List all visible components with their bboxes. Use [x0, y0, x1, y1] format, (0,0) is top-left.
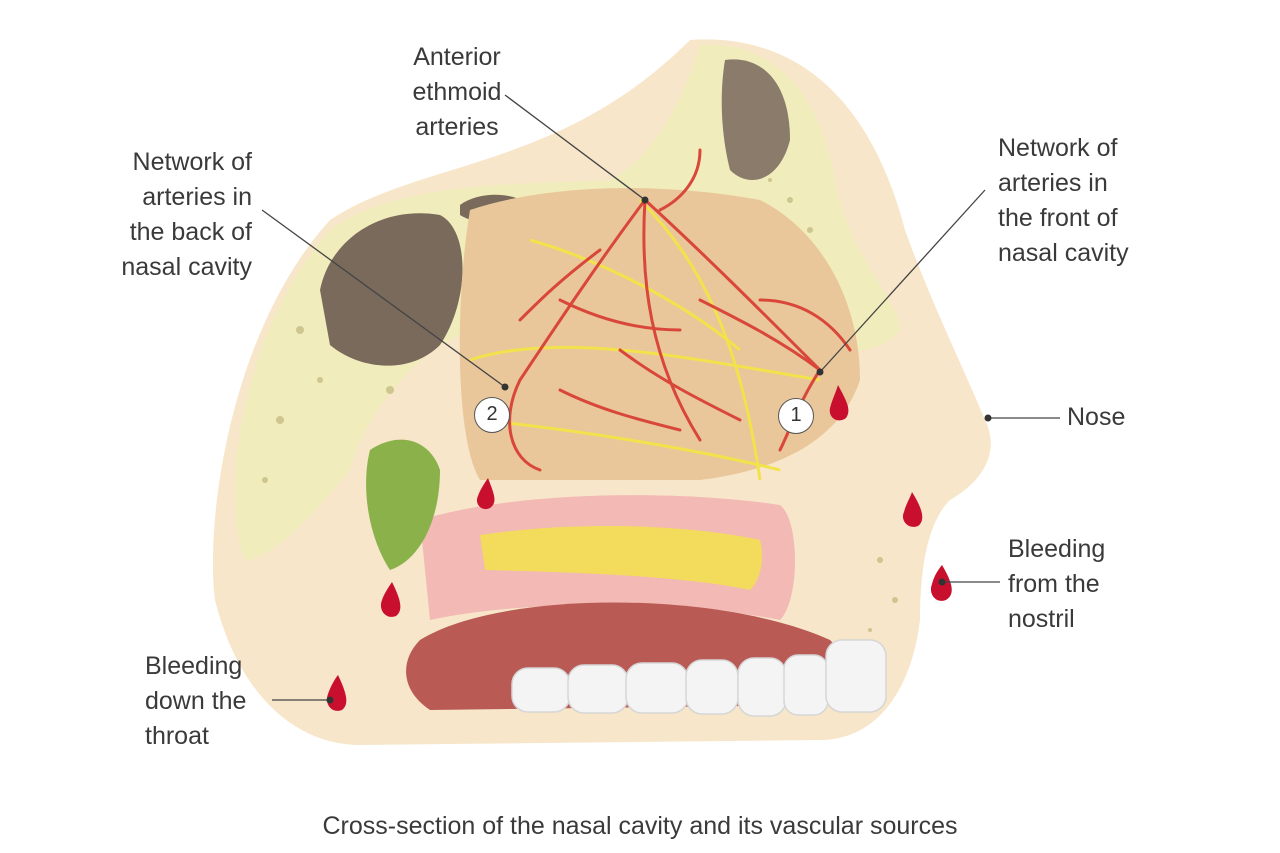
label-line: down the — [145, 687, 247, 715]
label-line: throat — [145, 722, 209, 750]
label-line: nostril — [1008, 605, 1075, 633]
label-line: Network of — [998, 134, 1118, 162]
teeth — [511, 639, 887, 717]
label-bleeding-throat: Bleeding down the throat — [145, 649, 295, 754]
sphenoid-sinus — [320, 213, 463, 366]
label-line: Network of — [132, 148, 252, 176]
blood-drop-front — [829, 385, 849, 421]
marker-front-1: 1 — [778, 398, 814, 434]
blood-drop-throat-1 — [380, 582, 401, 617]
label-line: arteries in — [142, 183, 252, 211]
label-line: arteries in — [998, 169, 1108, 197]
label-line: nasal cavity — [998, 239, 1129, 267]
bone-speckles — [262, 178, 898, 632]
label-line: Anterior — [413, 43, 501, 71]
label-bleeding-nostril: Bleeding from the nostril — [1008, 532, 1158, 637]
label-nose: Nose — [1067, 403, 1126, 431]
label-line: from the — [1008, 570, 1100, 598]
leader-front-network — [819, 189, 986, 373]
blood-drop-back — [476, 478, 495, 510]
leader-back-network — [261, 209, 506, 388]
leader-dots — [326, 196, 992, 704]
label-front-network: Network of arteries in the front of nasa… — [998, 131, 1198, 271]
nerves — [469, 198, 821, 481]
leader-anterior-ethmoid — [504, 94, 646, 201]
blood-drops — [326, 385, 952, 711]
label-line: Bleeding — [1008, 535, 1106, 563]
label-line: arteries — [415, 113, 499, 141]
label-line: the front of — [998, 204, 1118, 232]
frontal-sinus — [721, 59, 790, 180]
label-line: ethmoid — [412, 78, 502, 106]
palate-yellow — [480, 525, 762, 590]
leader-lines — [261, 94, 1060, 701]
label-anterior-ethmoid-arteries: Anterior ethmoid arteries — [372, 40, 542, 145]
label-line: the back of — [129, 218, 252, 246]
label-line: nasal cavity — [121, 253, 252, 281]
nasal-cavity — [459, 188, 860, 480]
blood-drop-nostril-1 — [902, 492, 923, 527]
figure-caption: Cross-section of the nasal cavity and it… — [322, 812, 958, 840]
label-back-network: Network of arteries in the back of nasal… — [70, 145, 252, 285]
arteries — [508, 148, 852, 472]
label-line: Bleeding — [145, 652, 243, 680]
marker-back-2: 2 — [474, 397, 510, 433]
throat-tissue — [366, 439, 440, 570]
